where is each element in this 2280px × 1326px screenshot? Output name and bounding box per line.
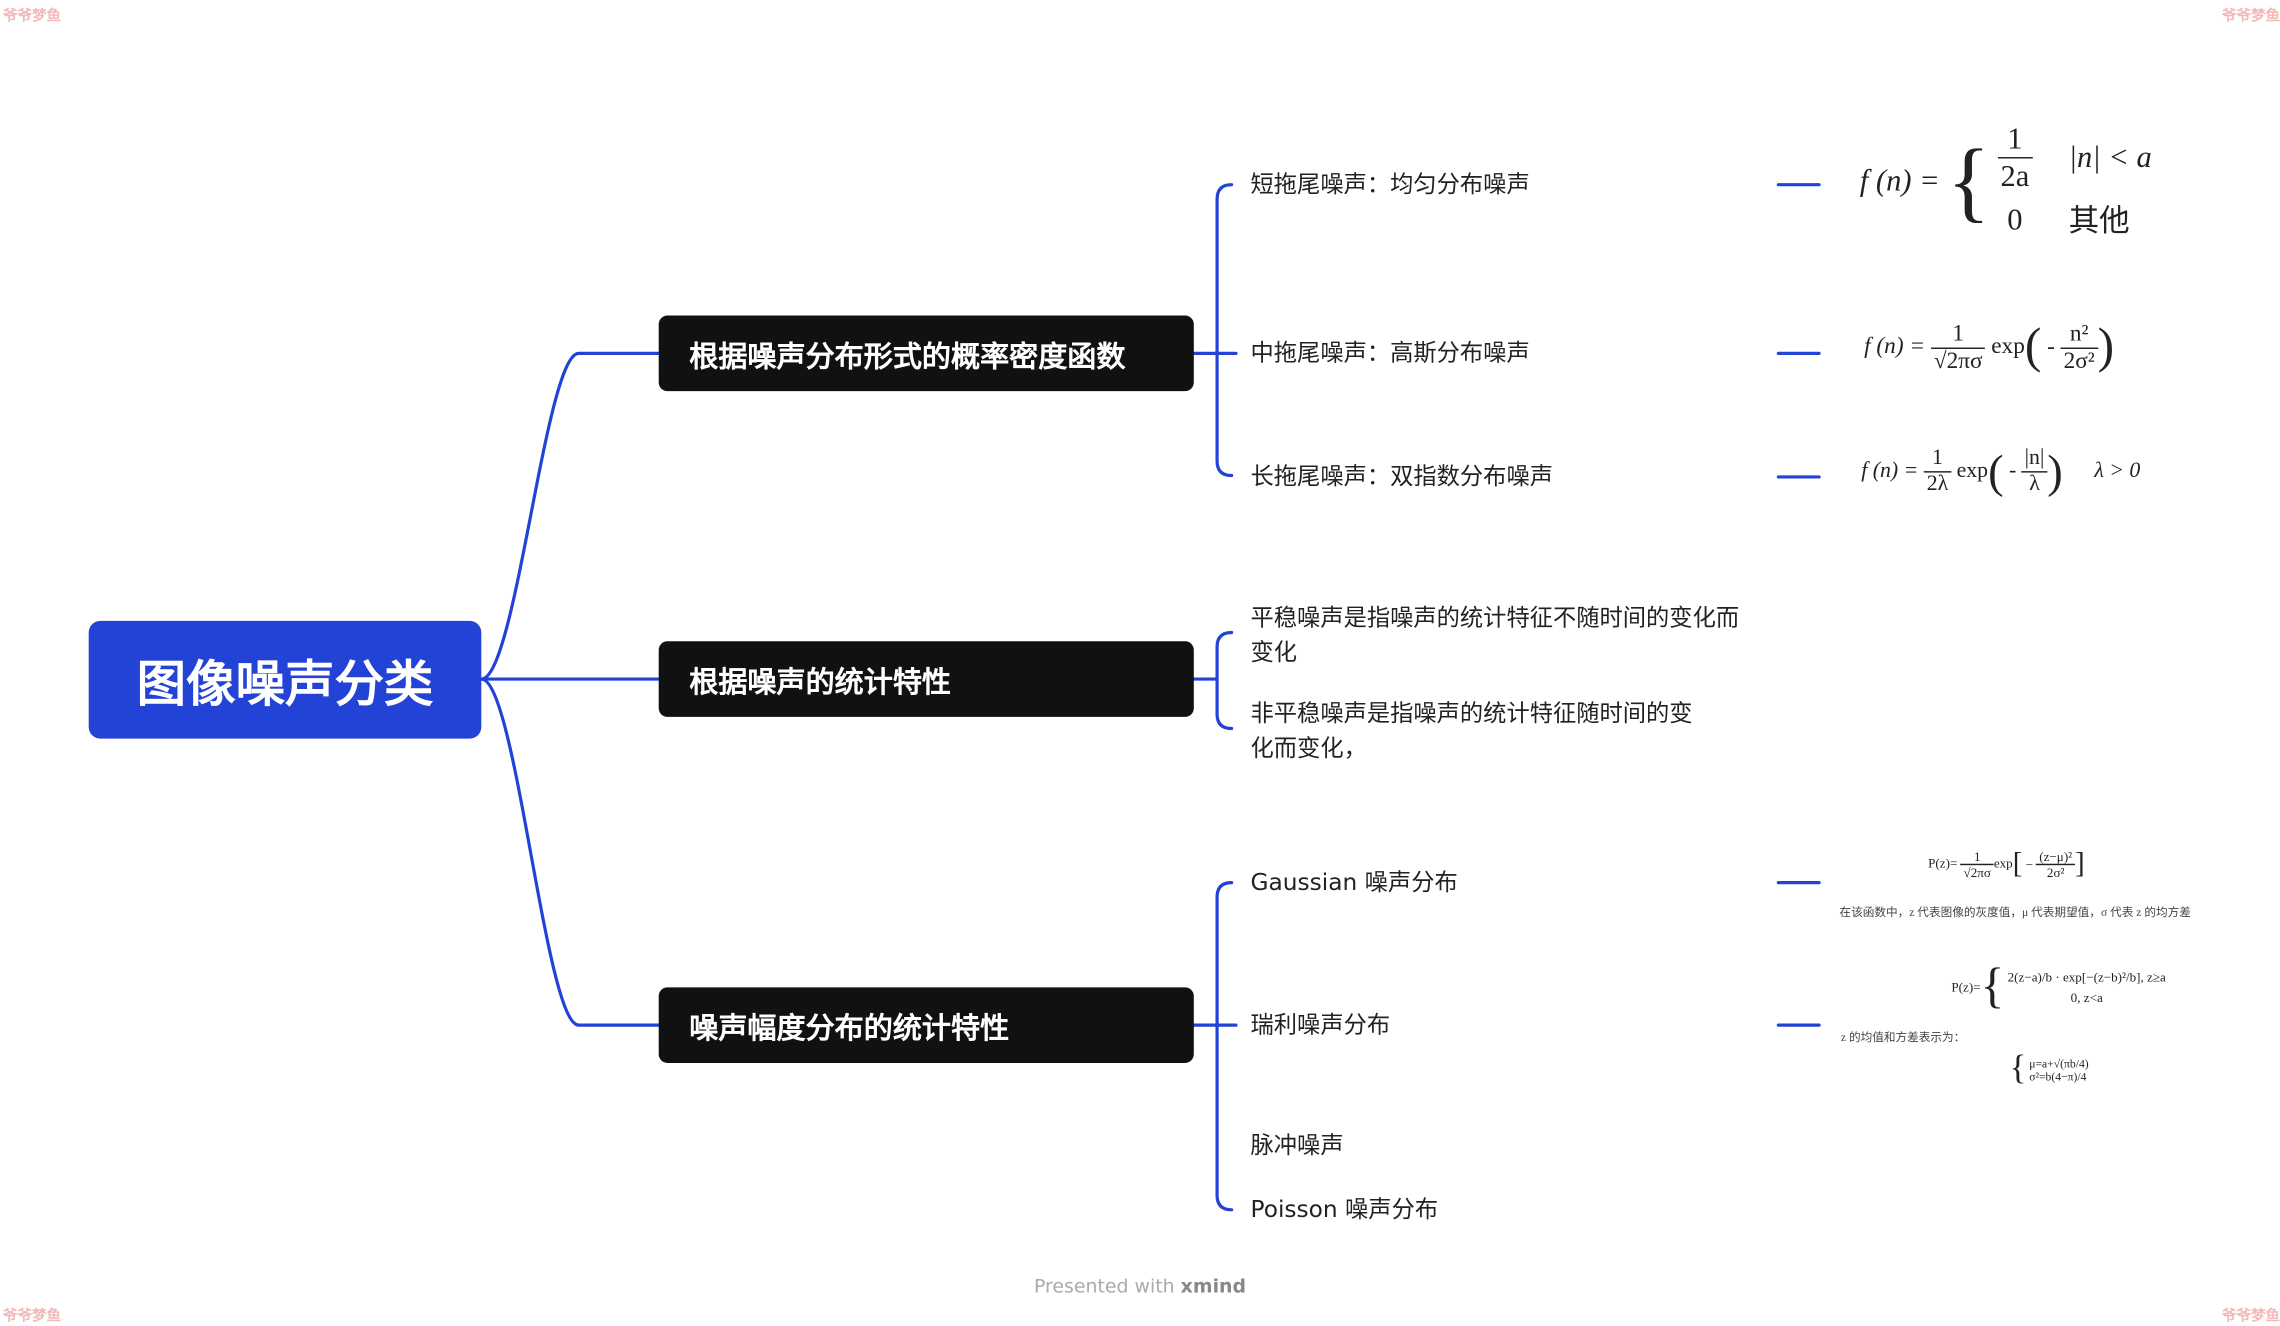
laplace-exp: exp bbox=[1956, 459, 1989, 483]
gauss-pdf-inner-fraction: (z−μ)² 2σ² bbox=[2036, 849, 2076, 880]
laplace-cond: λ > 0 bbox=[2094, 459, 2141, 483]
gaussian-den: √2πσ bbox=[1933, 348, 1983, 373]
leaf-gaussian[interactable]: Gaussian 噪声分布 bbox=[1250, 868, 1458, 896]
branch-pdf-form[interactable]: 根据噪声分布形式的概率密度函数 bbox=[658, 315, 1194, 392]
gaussian-lhs: f (n) = bbox=[1864, 333, 1926, 359]
formula-uniform: f (n) = { 1 2a |n| < a 0 其他 bbox=[1858, 119, 2153, 243]
leaf-stationary-line2: 变化 bbox=[1250, 638, 1298, 666]
footer-text: Presented with bbox=[1033, 1276, 1175, 1299]
rayleigh-case1: 2(z−a)/b · exp[−(z−b)²/b], z≥a bbox=[2007, 969, 2166, 985]
laplace-inner-fraction: |n| λ bbox=[2021, 446, 2048, 497]
uniform-cond2: 其他 bbox=[2068, 203, 2130, 239]
gauss-pdf-inner-num: (z−μ)² bbox=[2036, 849, 2076, 866]
rayleigh-case2: 0, z<a bbox=[2070, 990, 2103, 1005]
root-topic[interactable]: 图像噪声分类 bbox=[88, 620, 482, 739]
rayleigh-note: z 的均值和方差表示为： bbox=[1840, 1030, 1966, 1045]
leaf-nonstationary-noise[interactable]: 非平稳噪声是指噪声的统计特征随时间的变 化而变化， bbox=[1251, 697, 1693, 767]
gaussian-inner-num: n² bbox=[2060, 321, 2098, 349]
gauss-pdf-num: 1 bbox=[1960, 849, 1994, 866]
uniform-fraction: 1 2a bbox=[1997, 121, 2033, 195]
watermark-bottom-left: 爷爷梦鱼 bbox=[2, 1308, 62, 1325]
laplace-fraction: 1 2λ bbox=[1923, 446, 1952, 497]
uniform-lhs: f (n) = bbox=[1859, 162, 1940, 198]
gaussian-inner-fraction: n² 2σ² bbox=[2060, 321, 2098, 375]
rayleigh-moments: { μ=a+√(πb/4) σ²=b(4−π)/4 bbox=[2009, 1049, 2089, 1088]
leaf-stationary-noise[interactable]: 平稳噪声是指噪声的统计特征不随时间的变化而 变化 bbox=[1251, 601, 1740, 671]
watermark-top-right: 爷爷梦鱼 bbox=[2221, 8, 2280, 25]
formula-gaussian: f (n) = 1 √2πσ exp( - n² 2σ² ) bbox=[1864, 319, 2115, 375]
rayleigh-mean: μ=a+√(πb/4) bbox=[2029, 1056, 2089, 1070]
gauss-pdf-note: 在该函数中，z 代表图像的灰度值，μ 代表期望值，σ 代表 z 的均方差 bbox=[1839, 905, 2191, 919]
gauss-pdf-exp: exp bbox=[1993, 855, 2013, 871]
uniform-num: 1 bbox=[1997, 121, 2033, 159]
gauss-pdf-den: √2πσ bbox=[1963, 865, 1991, 880]
laplace-num: 1 bbox=[1923, 446, 1952, 473]
gaussian-fraction: 1 √2πσ bbox=[1930, 321, 1986, 375]
link-root-branch3 bbox=[479, 677, 661, 1027]
rayleigh-cases: 2(z−a)/b · exp[−(z−b)²/b], z≥a 0, z<a bbox=[2008, 970, 2166, 1005]
leaf-short-tail[interactable]: 短拖尾噪声：均匀分布噪声 bbox=[1250, 170, 1530, 198]
watermark-bottom-right: 爷爷梦鱼 bbox=[2221, 1308, 2280, 1325]
laplace-den: 2λ bbox=[1926, 472, 1949, 496]
laplace-inner-den: λ bbox=[2029, 472, 2040, 496]
uniform-brace: { bbox=[1947, 131, 1991, 231]
branch-statistics[interactable]: 根据噪声的统计特性 bbox=[658, 641, 1194, 717]
gaussian-num: 1 bbox=[1930, 321, 1986, 349]
gaussian-exp: exp bbox=[1991, 333, 2025, 359]
leaf-long-tail[interactable]: 长拖尾噪声：双指数分布噪声 bbox=[1250, 462, 1554, 491]
leaf-medium-tail[interactable]: 中拖尾噪声：高斯分布噪声 bbox=[1250, 338, 1530, 367]
uniform-table: f (n) = { 1 2a |n| < a 0 其他 bbox=[1858, 119, 2153, 243]
uniform-cond1: |n| < a bbox=[2068, 139, 2152, 175]
uniform-den: 2a bbox=[2000, 158, 2030, 194]
bracket-branch3 bbox=[1192, 881, 1238, 1212]
footer: Presented with xmind bbox=[0, 1277, 2280, 1299]
watermark-top-left: 爷爷梦鱼 bbox=[2, 8, 62, 25]
bracket-branch2 bbox=[1192, 630, 1234, 731]
leaf-rayleigh[interactable]: 瑞利噪声分布 bbox=[1250, 1010, 1391, 1039]
uniform-zero: 0 bbox=[2007, 201, 2023, 237]
laplace-lhs: f (n) = bbox=[1861, 459, 1919, 483]
link-root-branch1 bbox=[479, 351, 661, 681]
bracket-branch1 bbox=[1192, 183, 1238, 478]
footer-brand: xmind bbox=[1180, 1276, 1247, 1299]
leaf-nonstationary-line2: 化而变化， bbox=[1250, 734, 1367, 762]
formula-rayleigh: P(z)={ 2(z−a)/b · exp[−(z−b)²/b], z≥a 0,… bbox=[1951, 959, 2166, 1014]
laplace-inner-num: |n| bbox=[2021, 446, 2048, 473]
gaussian-inner-den: 2σ² bbox=[2063, 348, 2095, 373]
formula-laplace: f (n) = 1 2λ exp( - |n| λ ) λ > 0 bbox=[1861, 444, 2141, 498]
gauss-pdf-fraction: 1 √2πσ bbox=[1960, 849, 1994, 880]
leaf-stationary-line1: 平稳噪声是指噪声的统计特征不随时间的变化而 bbox=[1250, 603, 1740, 632]
leaf-impulse[interactable]: 脉冲噪声 bbox=[1250, 1131, 1344, 1159]
leaf-nonstationary-line1: 非平稳噪声是指噪声的统计特征随时间的变 bbox=[1250, 699, 1693, 728]
rayleigh-moment-lines: μ=a+√(πb/4) σ²=b(4−π)/4 bbox=[2029, 1056, 2088, 1082]
formula-gauss-pdf: P(z)= 1 √2πσ exp[ − (z−μ)² 2σ² ] bbox=[1928, 847, 2085, 880]
gauss-pdf-inner-den: 2σ² bbox=[2046, 865, 2065, 880]
branch-amplitude[interactable]: 噪声幅度分布的统计特性 bbox=[658, 987, 1194, 1063]
rayleigh-lhs: P(z)= bbox=[1951, 980, 1981, 995]
gauss-pdf-lhs: P(z)= bbox=[1928, 855, 1958, 871]
leaf-poisson[interactable]: Poisson 噪声分布 bbox=[1250, 1195, 1439, 1223]
rayleigh-variance: σ²=b(4−π)/4 bbox=[2029, 1069, 2087, 1083]
